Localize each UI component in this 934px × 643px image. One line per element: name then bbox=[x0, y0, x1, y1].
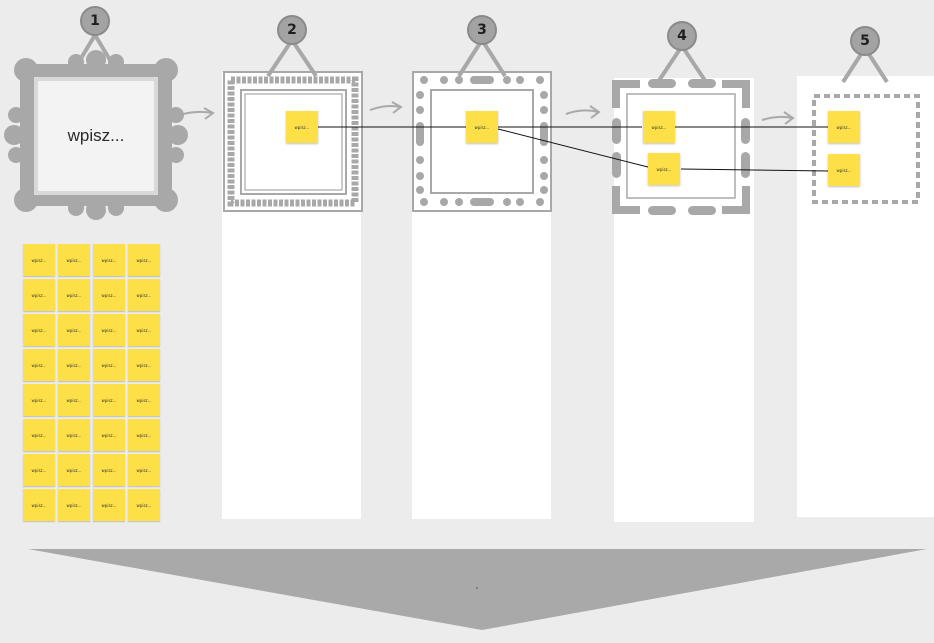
grid-sticky-note[interactable]: wpisz... bbox=[58, 244, 90, 276]
sticky-note-frame-4b[interactable]: wpisz... bbox=[648, 153, 680, 185]
grid-sticky-note[interactable]: wpisz... bbox=[93, 419, 125, 451]
grid-sticky-note[interactable]: wpisz... bbox=[23, 419, 55, 451]
grid-sticky-note[interactable]: wpisz... bbox=[93, 384, 125, 416]
sticky-note-frame-5b[interactable]: wpisz... bbox=[828, 154, 860, 186]
grid-sticky-note[interactable]: wpisz... bbox=[128, 384, 160, 416]
grid-sticky-note[interactable]: wpisz... bbox=[93, 314, 125, 346]
grid-sticky-note[interactable]: wpisz... bbox=[23, 489, 55, 521]
sticky-note-frame-3[interactable]: wpisz... bbox=[466, 111, 498, 143]
grid-sticky-note[interactable]: wpisz... bbox=[58, 419, 90, 451]
grid-sticky-note[interactable]: wpisz... bbox=[23, 384, 55, 416]
grid-sticky-note[interactable]: wpisz... bbox=[128, 454, 160, 486]
grid-sticky-note[interactable]: wpisz... bbox=[128, 314, 160, 346]
step-badge-1: 1 bbox=[80, 6, 110, 36]
grid-sticky-note[interactable]: wpisz... bbox=[23, 349, 55, 381]
sticky-note-frame-4a[interactable]: wpisz... bbox=[643, 111, 675, 143]
grid-sticky-note[interactable]: wpisz... bbox=[23, 454, 55, 486]
grid-sticky-note[interactable]: wpisz... bbox=[58, 489, 90, 521]
bottom-chevron bbox=[28, 549, 927, 630]
grid-sticky-note[interactable]: wpisz... bbox=[128, 349, 160, 381]
grid-sticky-note[interactable]: wpisz... bbox=[23, 244, 55, 276]
step-badge-5: 5 bbox=[850, 26, 880, 56]
connectors bbox=[318, 127, 828, 171]
frame-1-text[interactable]: wpisz... bbox=[36, 79, 156, 193]
grid-sticky-note[interactable]: wpisz... bbox=[93, 349, 125, 381]
grid-sticky-note[interactable]: wpisz... bbox=[128, 419, 160, 451]
grid-sticky-note[interactable]: wpisz... bbox=[23, 314, 55, 346]
sticky-note-frame-5a[interactable]: wpisz... bbox=[828, 111, 860, 143]
sticky-note-frame-2[interactable]: wpisz... bbox=[286, 111, 318, 143]
grid-sticky-note[interactable]: wpisz... bbox=[58, 349, 90, 381]
grid-sticky-note[interactable]: wpisz... bbox=[128, 489, 160, 521]
grid-sticky-note[interactable]: wpisz... bbox=[58, 384, 90, 416]
step-badge-2: 2 bbox=[277, 15, 307, 45]
grid-sticky-note[interactable]: wpisz... bbox=[93, 244, 125, 276]
grid-sticky-note[interactable]: wpisz... bbox=[128, 279, 160, 311]
grid-sticky-note[interactable]: wpisz... bbox=[58, 314, 90, 346]
grid-sticky-note[interactable]: wpisz... bbox=[93, 279, 125, 311]
step-badge-4: 4 bbox=[667, 21, 697, 51]
grid-sticky-note[interactable]: wpisz... bbox=[58, 279, 90, 311]
grid-sticky-note[interactable]: wpisz... bbox=[93, 454, 125, 486]
grid-sticky-note[interactable]: wpisz... bbox=[58, 454, 90, 486]
frame-4 bbox=[612, 46, 750, 215]
step-badge-3: 3 bbox=[467, 15, 497, 45]
grid-sticky-note[interactable]: wpisz... bbox=[23, 279, 55, 311]
grid-sticky-note[interactable]: wpisz... bbox=[93, 489, 125, 521]
grid-sticky-note[interactable]: wpisz... bbox=[128, 244, 160, 276]
